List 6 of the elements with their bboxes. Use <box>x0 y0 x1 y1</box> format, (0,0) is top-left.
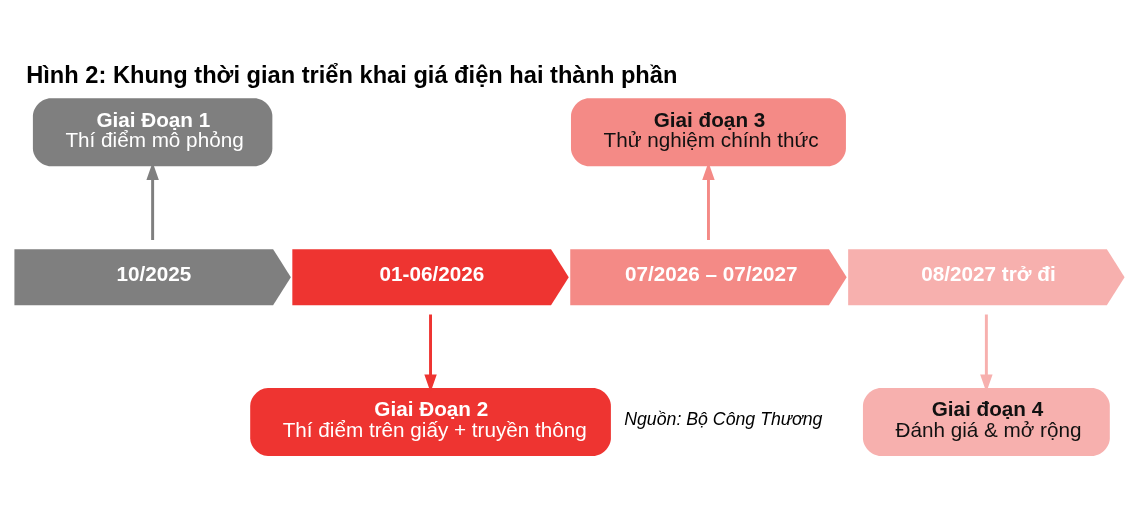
node-box: Giai đoạn 3 Thử nghiệm chính thức <box>571 97 846 166</box>
diagram-title: Hình 2: Khung thời gian triển khai giá điện hai thành phần <box>26 61 678 88</box>
caption: Nguồn: Bộ Công Thương <box>624 408 823 429</box>
node-box: Giai đoạn 4 Đánh giá & mở rộng <box>862 387 1110 456</box>
node-box: Giai Đoạn 1 Thí điểm mô phỏng <box>32 97 273 166</box>
node-box: Giai Đoạn 2 Thí điểm trên giấy + truyền thông <box>250 387 611 456</box>
